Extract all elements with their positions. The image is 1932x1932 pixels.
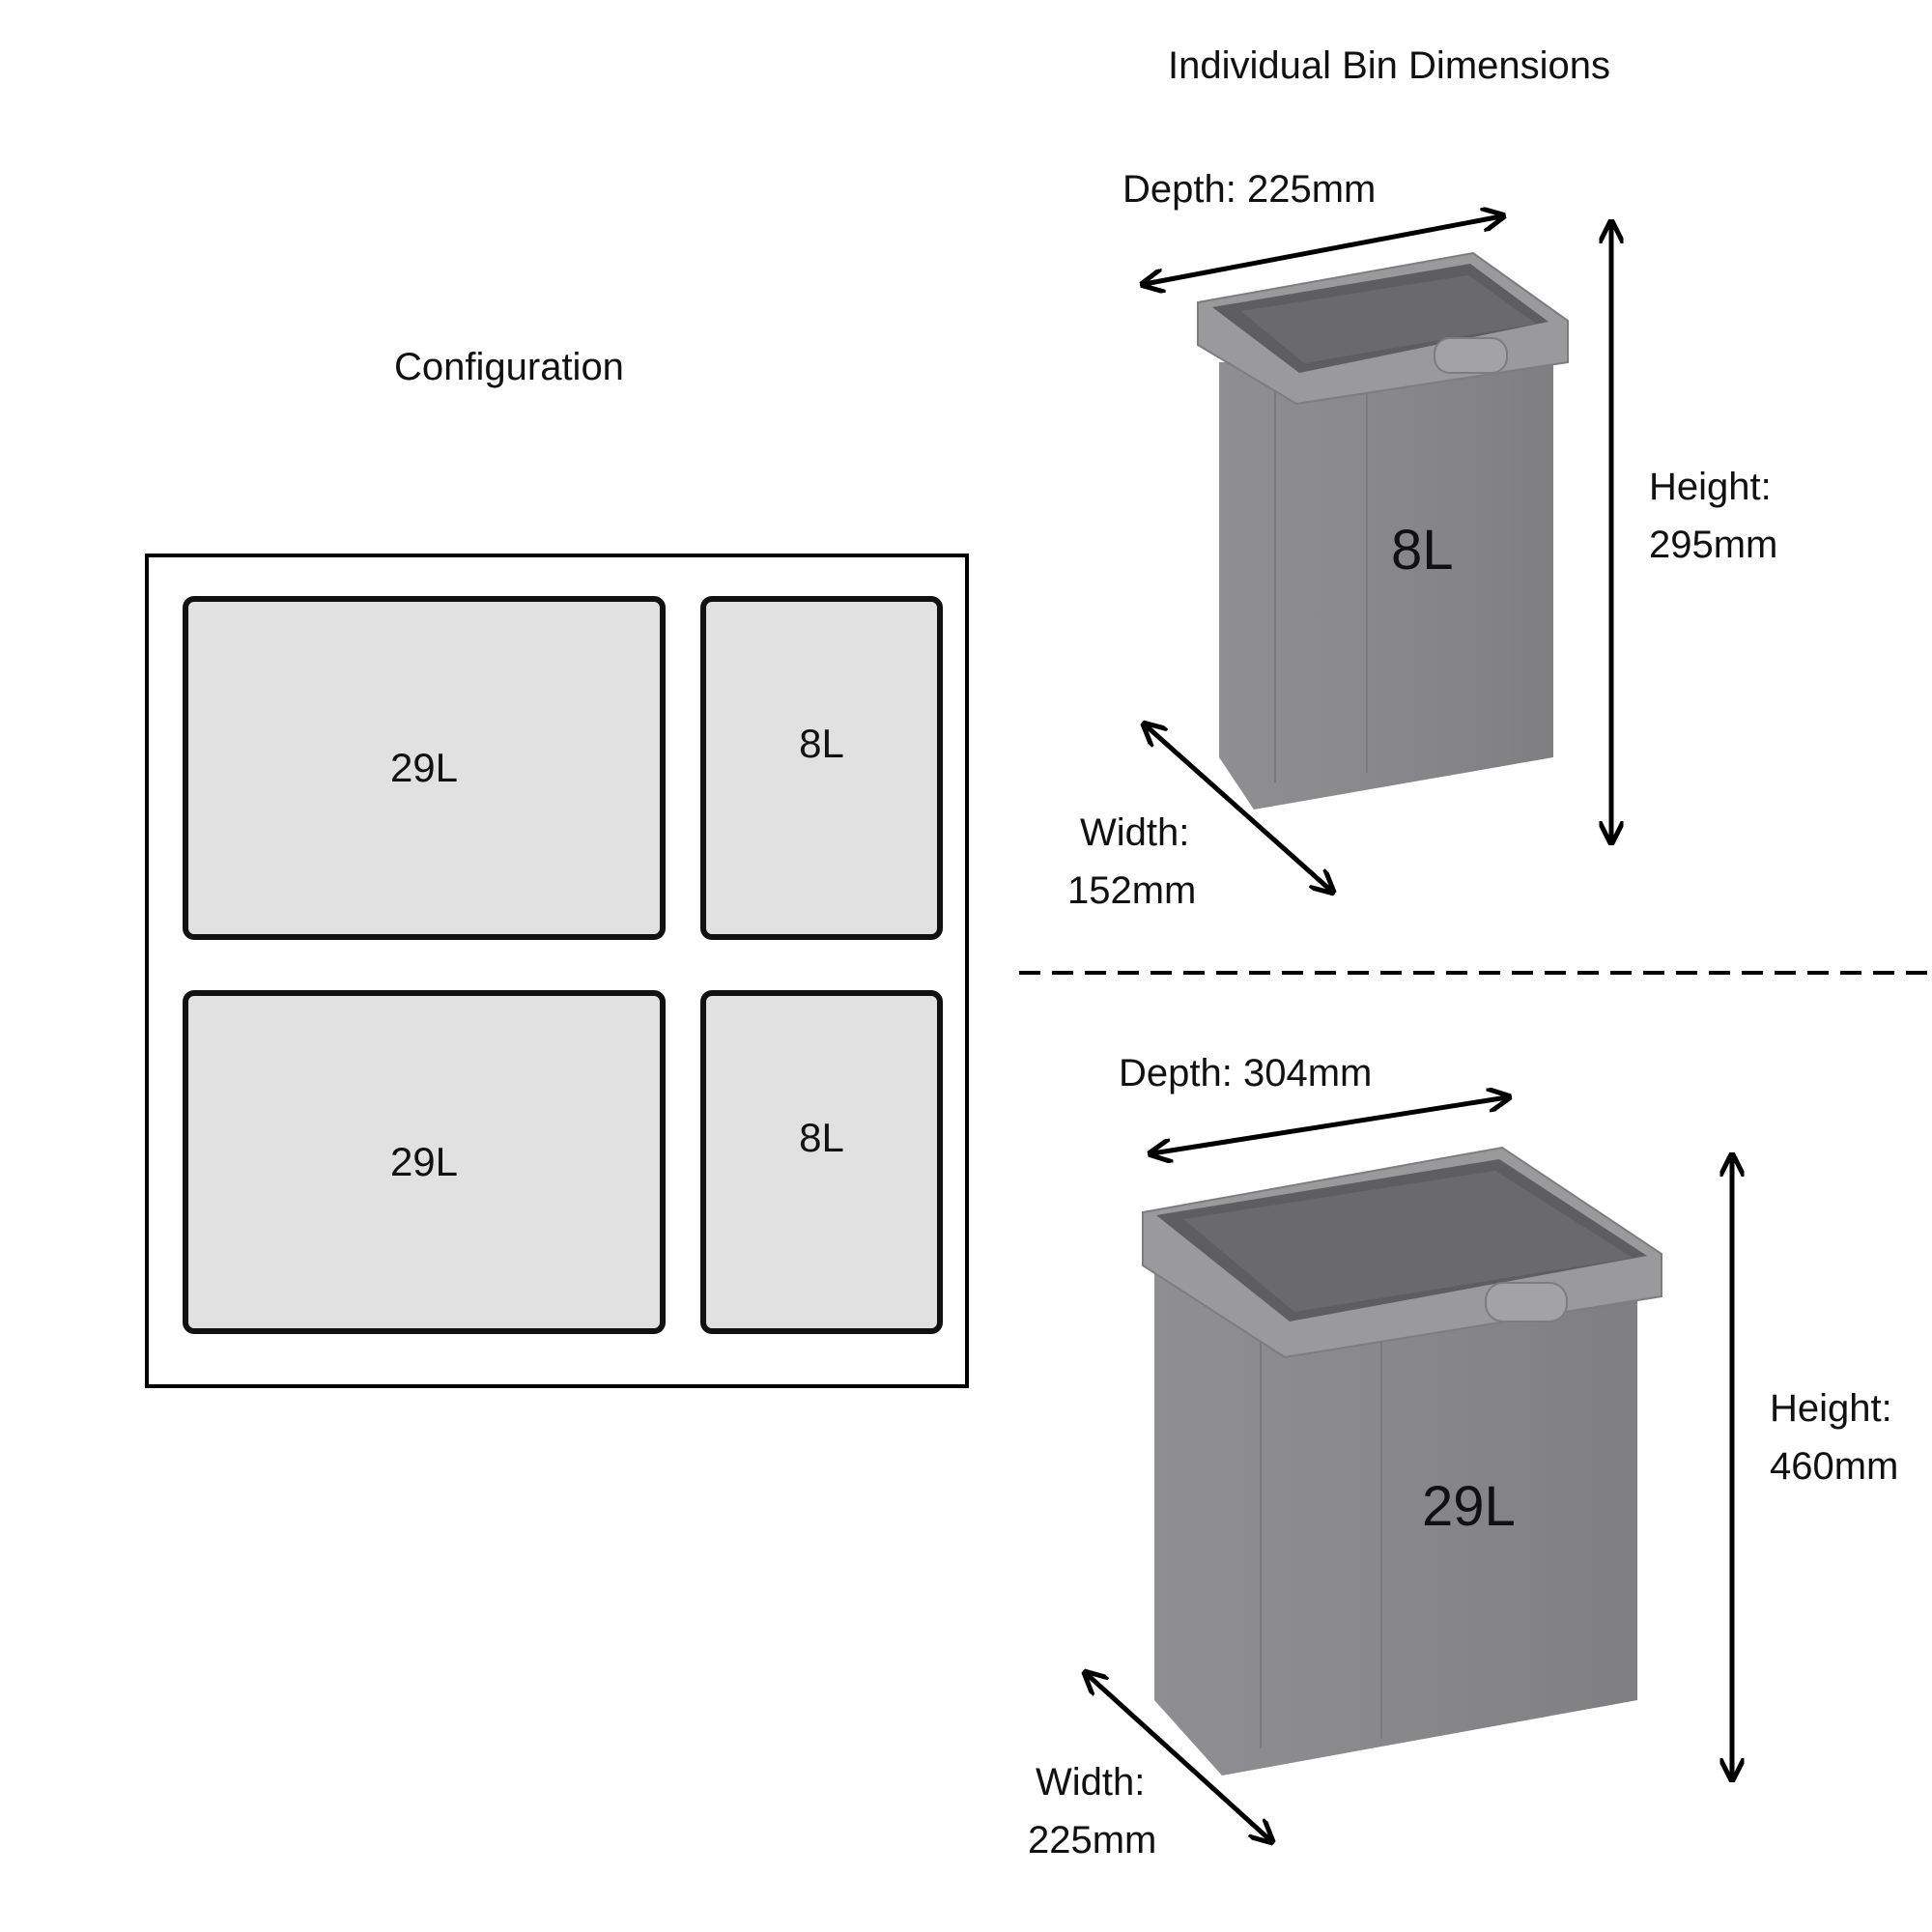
config-slot-29l-bottom: 29L — [183, 990, 666, 1334]
bin-8l-height-value: 295mm — [1649, 524, 1778, 566]
bin-29l-height-caption: Height: — [1770, 1387, 1892, 1430]
bin-29l-body — [1154, 1270, 1637, 1776]
config-slot-8l-bottom: 8L — [700, 990, 943, 1334]
bin-29l-width-caption: Width: — [1036, 1761, 1146, 1804]
bin-29l-height-label: Height: 460mm — [1770, 1379, 1898, 1495]
configuration-frame: 29L 8L 29L 8L — [145, 554, 969, 1388]
bin-8l-depth-label: Depth: 225mm — [1122, 168, 1377, 211]
bin-29l-depth-arrow — [1152, 1097, 1507, 1153]
bin-8l-height-caption: Height: — [1649, 466, 1772, 508]
bin-8l-height-label: Height: 295mm — [1649, 458, 1777, 574]
bin-29l-height-value: 460mm — [1770, 1445, 1899, 1488]
config-slot-29l-top: 29L — [183, 596, 666, 940]
bin-8l-depth-arrow — [1145, 216, 1501, 284]
config-slot-8l-top: 8L — [700, 596, 943, 940]
bin-8l-width-value: 152mm — [1067, 869, 1197, 912]
bin-8l-width-caption: Width: — [1080, 811, 1190, 854]
bin-29l-depth-label: Depth: 304mm — [1119, 1052, 1373, 1094]
bin-8l-illustration — [1197, 251, 1569, 810]
bin-8l-handle — [1434, 337, 1508, 374]
bin-8l-body — [1219, 362, 1553, 810]
bin-29l-width-arrow — [1087, 1674, 1270, 1840]
bin-29l-illustration — [1142, 1146, 1662, 1776]
bin-29l-handle — [1485, 1282, 1568, 1322]
individual-bin-dimensions-title: Individual Bin Dimensions — [1168, 44, 1611, 87]
configuration-title: Configuration — [394, 346, 624, 388]
bin-29l-capacity-label: 29L — [1422, 1475, 1516, 1538]
bin-8l-width-label: Width: 152mm — [1067, 804, 1196, 920]
bin-29l-width-value: 225mm — [1028, 1819, 1157, 1861]
bin-29l-width-label: Width: 225mm — [1028, 1753, 1156, 1869]
bin-8l-capacity-label: 8L — [1391, 519, 1454, 582]
bin-8l-width-arrow — [1146, 725, 1331, 891]
